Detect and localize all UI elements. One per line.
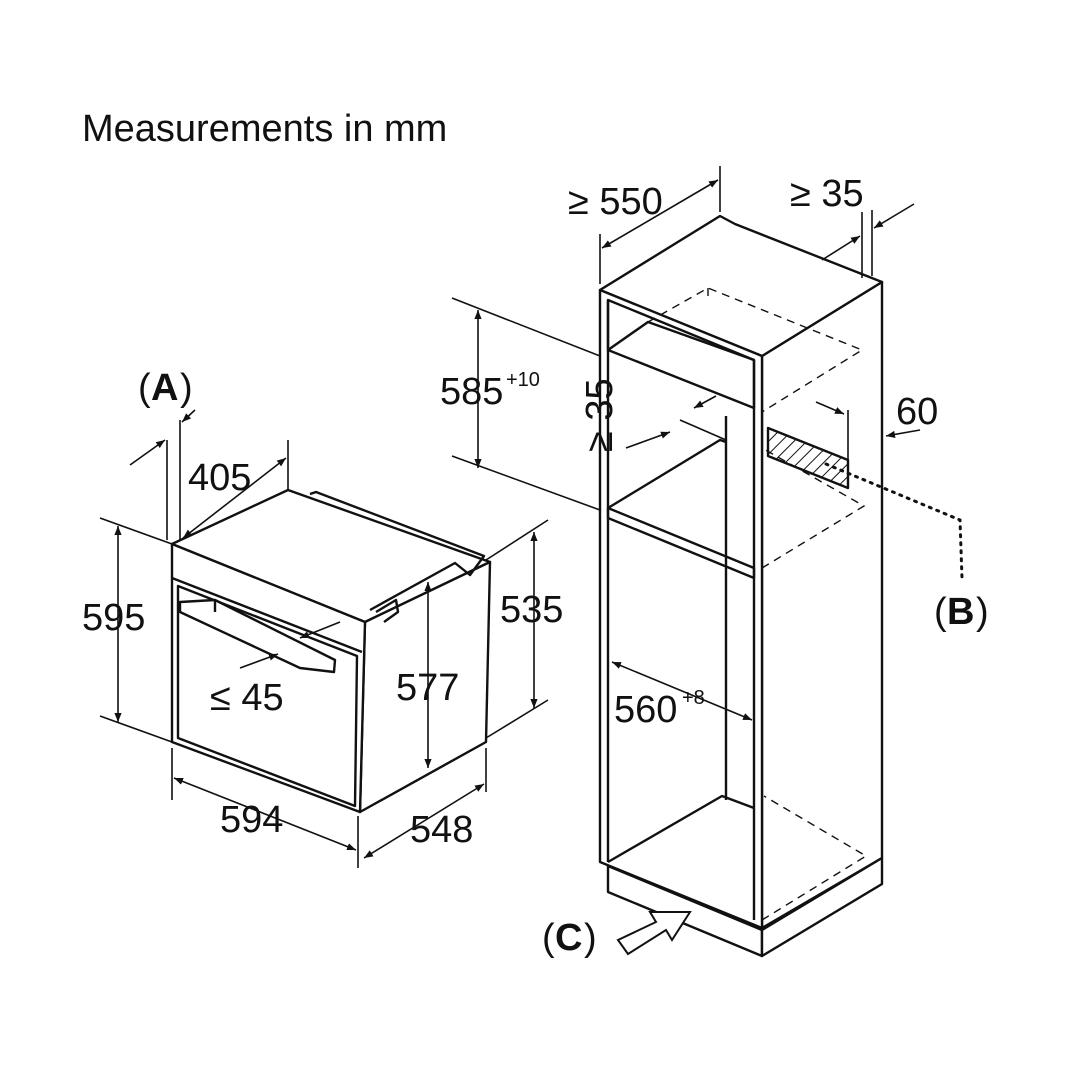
dim-cabinet-depth: ≥ 550	[568, 181, 663, 223]
dim-oven-depth: 548	[410, 809, 473, 851]
dim-60-arrow-a	[815, 401, 845, 415]
dim-oven-cavity-height: 535	[500, 589, 563, 631]
dim-35-top-b	[873, 203, 915, 229]
dim-45-arrow-b	[239, 653, 279, 669]
dim-vent: 60	[896, 391, 938, 433]
dim-594-line	[173, 777, 357, 851]
vent-opening	[766, 426, 850, 490]
dim-niche-height: 585	[440, 371, 503, 413]
dim-60-arrow-b	[885, 429, 921, 438]
dim-a-arrow-left	[129, 439, 166, 466]
oven-dimensions	[99, 409, 549, 868]
dim-rear-gap: ≥ 35	[790, 173, 864, 215]
label-b: B	[947, 591, 974, 633]
label-a: A	[151, 367, 178, 409]
dim-405-line	[182, 457, 287, 539]
dim-35-shelf-a	[693, 395, 717, 409]
cabinet-dimensions	[451, 166, 964, 956]
label-a-close: )	[180, 367, 193, 409]
dim-oven-depth-top: 405	[188, 457, 251, 499]
label-c-close: )	[584, 917, 597, 959]
dim-oven-inner-height: 577	[396, 667, 459, 709]
label-c: C	[555, 917, 582, 959]
dim-oven-height: 595	[82, 597, 145, 639]
cabinet-hidden-lines	[647, 287, 868, 921]
dim-niche-width-tol: +8	[682, 687, 705, 709]
dim-oven-width: 594	[220, 799, 283, 841]
dim-niche-width: 560	[614, 689, 677, 731]
cabinet-front-frame	[598, 288, 764, 930]
dim-45-arrow-a	[299, 621, 341, 639]
cabinet-side-panel	[760, 280, 884, 930]
label-b-open: (	[934, 591, 947, 633]
airflow-arrow	[616, 911, 692, 956]
label-c-open: (	[542, 917, 555, 959]
dim-a-arrow-right	[181, 409, 196, 423]
label-a-open: (	[138, 367, 151, 409]
page-title: Measurements in mm	[82, 108, 448, 150]
oven-drawing	[170, 488, 492, 814]
dim-shelf-gap: ≥ 35	[579, 378, 621, 452]
vent-leader-dotted	[824, 462, 964, 580]
dim-560-line	[611, 661, 753, 721]
dim-35-top-a	[821, 235, 861, 261]
dim-550-line	[601, 179, 719, 249]
dim-548-line	[363, 783, 485, 859]
label-b-close: )	[976, 591, 989, 633]
oven-control-panel	[171, 576, 363, 654]
dim-oven-panel-depth: ≤ 45	[210, 677, 284, 719]
dim-niche-height-tol: +10	[506, 369, 540, 391]
cabinet-drawing	[598, 214, 884, 958]
dim-35-shelf-b	[625, 431, 671, 449]
